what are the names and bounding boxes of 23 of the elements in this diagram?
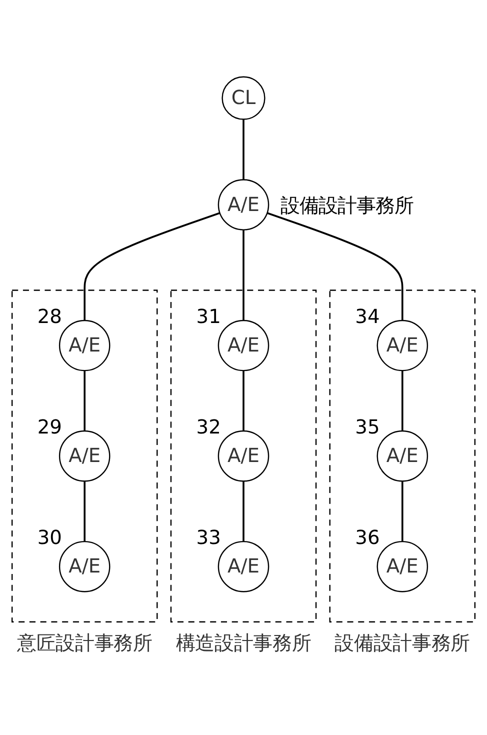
- node-caption: 設備設計事務所: [280, 194, 414, 218]
- node-label: 構造設計事務所: [176, 632, 312, 655]
- connector: [84, 212, 220, 320]
- node-circle: A/E: [58, 430, 110, 482]
- node-circle: A/E: [218, 430, 270, 482]
- connector: [84, 370, 86, 432]
- node-label: 設備設計事務所: [334, 632, 470, 655]
- connector: [242, 119, 244, 180]
- node-label: 意匠設計事務所: [16, 632, 152, 655]
- connector: [242, 370, 244, 432]
- connector: [401, 481, 404, 542]
- connector: [242, 481, 244, 542]
- node-circle: A/E: [376, 430, 428, 482]
- connector: [266, 212, 404, 320]
- connector: [401, 370, 404, 432]
- node-circle: A/E: [218, 179, 270, 230]
- connector: [84, 481, 86, 542]
- node-circle: CL: [222, 76, 266, 120]
- connector: [242, 230, 244, 320]
- cluster: [329, 290, 476, 622]
- node-circle: A/E: [376, 320, 428, 372]
- cluster: [11, 290, 158, 622]
- cluster: [170, 290, 317, 622]
